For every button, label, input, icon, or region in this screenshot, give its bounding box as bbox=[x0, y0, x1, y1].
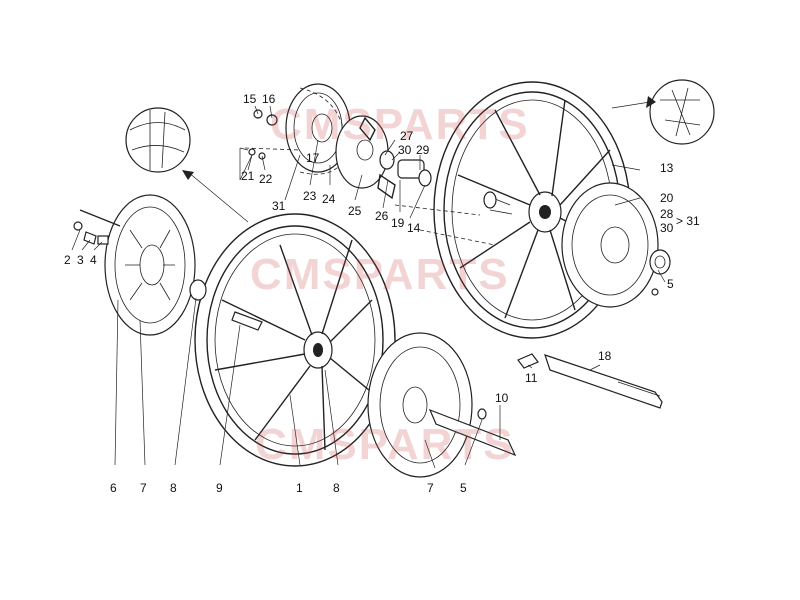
label-8-left: 8 bbox=[170, 481, 177, 495]
label-9: 9 bbox=[216, 481, 223, 495]
leader-lines bbox=[71, 105, 666, 469]
label-1: 1 bbox=[296, 481, 303, 495]
label-28: 28 bbox=[660, 207, 674, 221]
front-brake-disc-left bbox=[104, 194, 207, 336]
label-29: 29 bbox=[416, 143, 430, 157]
label-25: 25 bbox=[348, 204, 362, 218]
label-8-right: 8 bbox=[333, 481, 340, 495]
group-bracket-31: > 31 bbox=[676, 214, 700, 228]
label-16: 16 bbox=[262, 92, 276, 106]
label-22: 22 bbox=[259, 172, 273, 186]
rear-brake-disc bbox=[561, 182, 671, 308]
label-15: 15 bbox=[243, 92, 257, 106]
label-18: 18 bbox=[598, 349, 612, 363]
detail-bubble-right bbox=[649, 79, 715, 145]
label-31-top: 31 bbox=[272, 199, 286, 213]
label-4: 4 bbox=[90, 253, 97, 267]
label-21: 21 bbox=[241, 169, 255, 183]
label-17: 17 bbox=[306, 151, 320, 165]
label-27: 27 bbox=[400, 129, 414, 143]
label-30-top: 30 bbox=[398, 143, 412, 157]
sprocket-assembly bbox=[248, 83, 432, 200]
label-23: 23 bbox=[303, 189, 317, 203]
rear-axle bbox=[517, 353, 663, 409]
label-13: 13 bbox=[660, 161, 674, 175]
label-19: 19 bbox=[391, 216, 405, 230]
front-wheel bbox=[194, 213, 396, 467]
label-2: 2 bbox=[64, 253, 71, 267]
front-brake-disc-bottom bbox=[367, 332, 517, 478]
label-5-bottom: 5 bbox=[460, 481, 467, 495]
label-20: 20 bbox=[660, 191, 674, 205]
label-7-left: 7 bbox=[140, 481, 147, 495]
detail-bubble-left bbox=[125, 107, 191, 173]
watermark-top: CMSPARTS bbox=[270, 100, 530, 149]
label-11: 11 bbox=[525, 371, 538, 385]
label-7-right: 7 bbox=[427, 481, 434, 495]
label-30-right: 30 bbox=[660, 221, 674, 235]
bolts-front bbox=[73, 209, 121, 245]
label-5-right: 5 bbox=[667, 277, 674, 291]
label-10: 10 bbox=[495, 391, 509, 405]
label-14: 14 bbox=[407, 221, 421, 235]
label-26: 26 bbox=[375, 209, 389, 223]
watermark-bottom: CMSPARTS bbox=[255, 420, 515, 469]
label-3: 3 bbox=[77, 253, 84, 267]
watermark-middle: CMSPARTS bbox=[250, 250, 510, 299]
label-6: 6 bbox=[110, 481, 117, 495]
label-24: 24 bbox=[322, 192, 336, 206]
